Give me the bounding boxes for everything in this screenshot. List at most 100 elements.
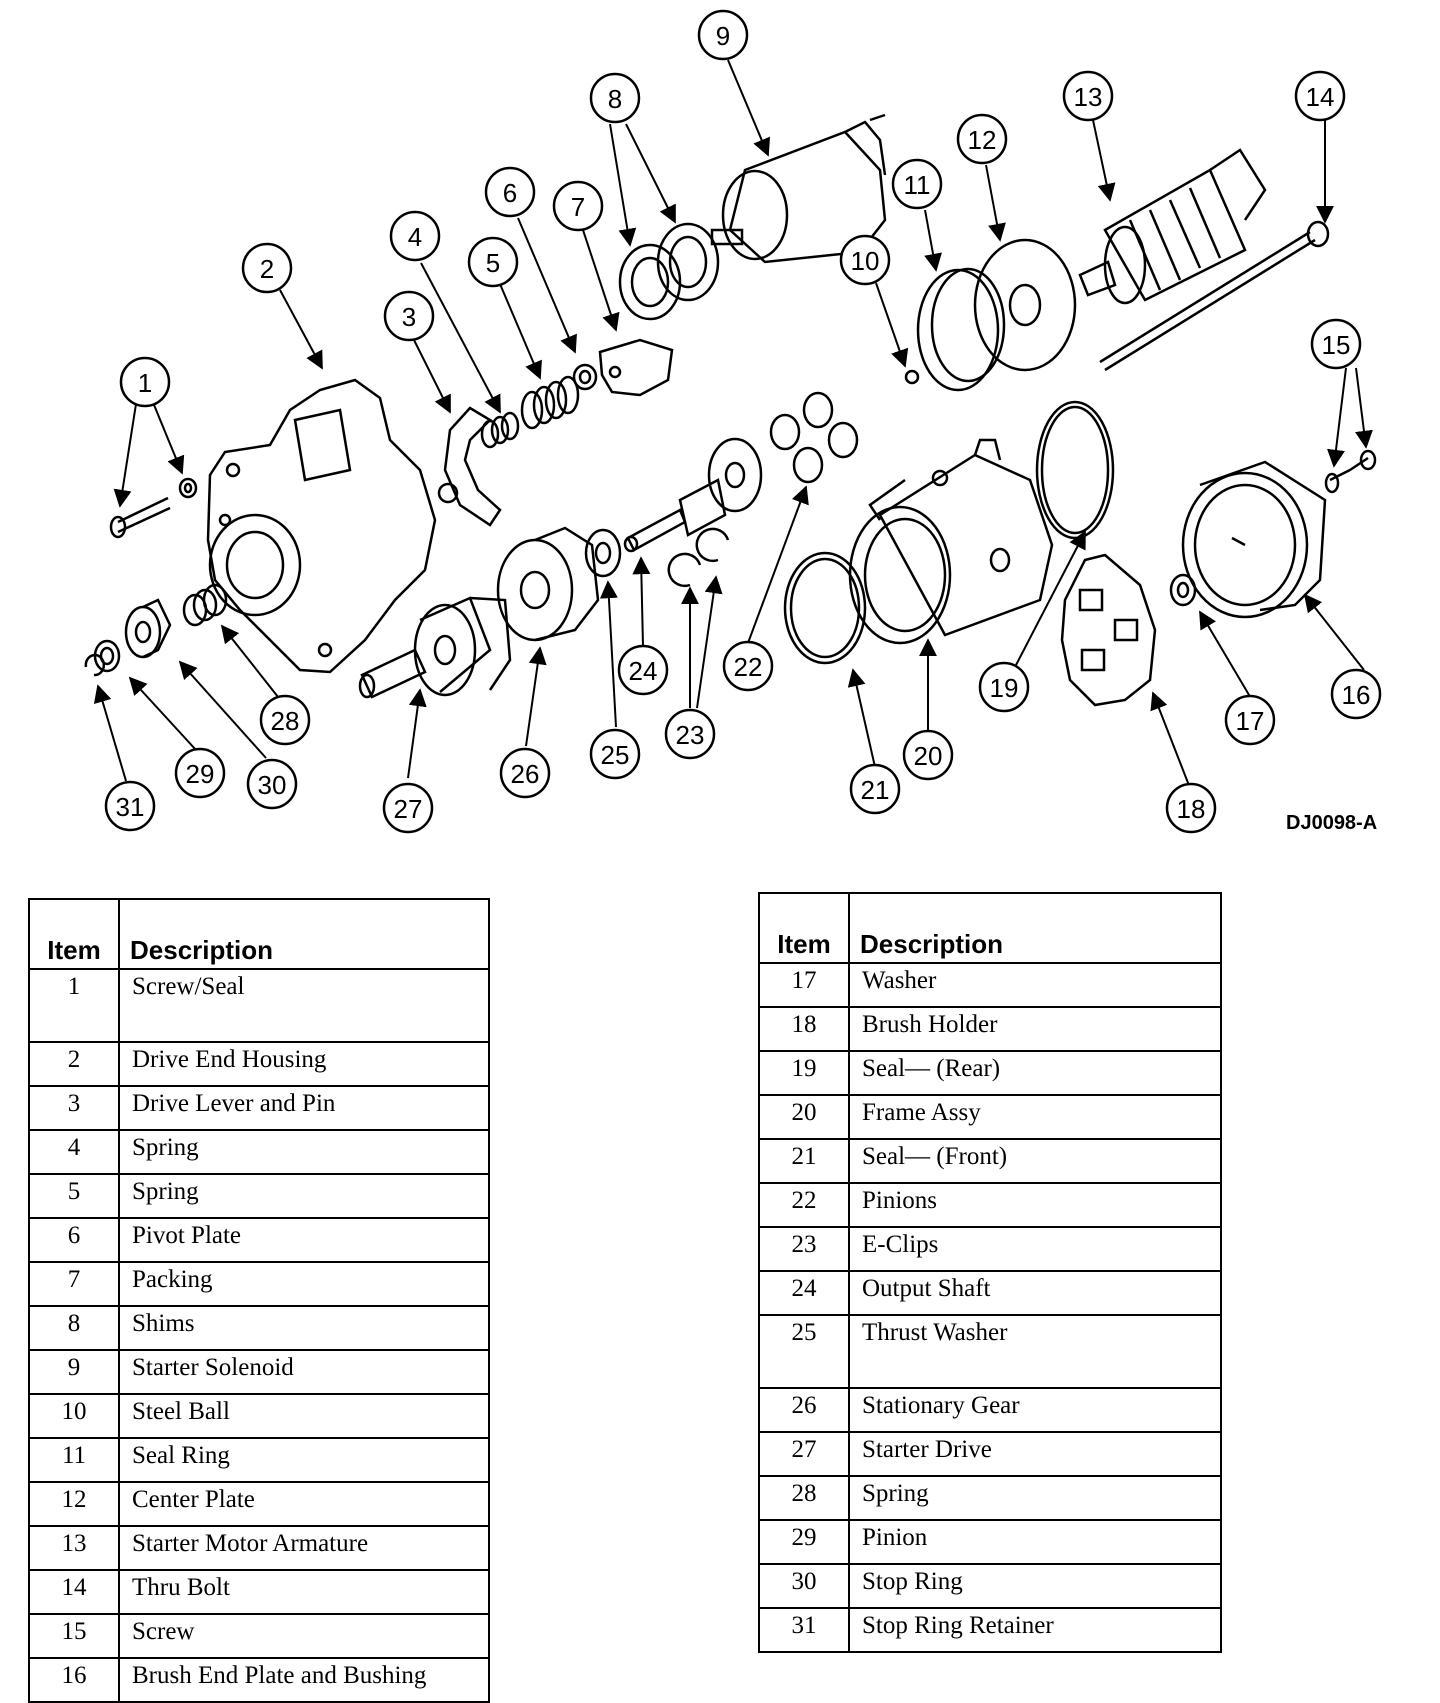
cell-description: Seal— (Front) <box>848 1138 1222 1184</box>
callout-21: 21 <box>849 763 901 815</box>
part-stationary-gear <box>496 526 600 642</box>
callout-circle <box>1310 318 1362 370</box>
callout-circle <box>697 9 749 61</box>
cell-item-number: 26 <box>758 1387 850 1433</box>
part-spring-5 <box>520 375 580 430</box>
cell-item-number: 14 <box>28 1569 120 1615</box>
callout-number: 10 <box>851 246 880 276</box>
cell-item-number: 29 <box>758 1519 850 1565</box>
cell-item-number: 5 <box>28 1173 120 1219</box>
callout-number: 19 <box>990 673 1019 703</box>
callout-circle <box>1062 70 1114 122</box>
callout-circle <box>383 290 435 342</box>
callout-1: 1 <box>119 356 171 408</box>
part-screws <box>1324 449 1377 494</box>
cell-description: Brush Holder <box>848 1006 1222 1052</box>
part-thrust-washer <box>584 528 622 578</box>
callout-number: 3 <box>402 302 416 332</box>
callout-circle <box>839 234 891 286</box>
cell-item-number: 24 <box>758 1270 850 1316</box>
cell-item-number: 21 <box>758 1138 850 1184</box>
cell-description: Thrust Washer <box>848 1314 1222 1389</box>
cell-description: Drive Lever and Pin <box>118 1085 490 1131</box>
callout-27: 27 <box>382 782 434 834</box>
part-packing <box>598 338 674 397</box>
cell-description: Starter Drive <box>848 1431 1222 1477</box>
callout-number: 16 <box>1342 680 1371 710</box>
callout-circle <box>382 782 434 834</box>
cell-description: Drive End Housing <box>118 1041 490 1087</box>
cell-description: Thru Bolt <box>118 1569 490 1615</box>
callout-14: 14 <box>1294 70 1346 122</box>
cell-description: Spring <box>118 1173 490 1219</box>
callout-number: 14 <box>1306 82 1335 112</box>
callout-18: 18 <box>1165 782 1217 834</box>
callout-circle <box>499 747 551 799</box>
callout-22: 22 <box>722 640 774 692</box>
part-output-shaft <box>623 437 763 553</box>
cell-description: Packing <box>118 1261 490 1307</box>
cell-description: Brush End Plate and Bushing <box>118 1657 490 1703</box>
callout-number: 27 <box>394 794 423 824</box>
cell-item-number: 23 <box>758 1226 850 1272</box>
cell-item-number: 27 <box>758 1431 850 1477</box>
part-starter-drive <box>358 596 512 699</box>
callout-number: 31 <box>116 792 145 822</box>
callout-number: 20 <box>914 741 943 771</box>
part-seal-ring <box>916 267 1006 392</box>
cell-item-number: 25 <box>758 1314 850 1389</box>
cell-description: Stop Ring <box>848 1563 1222 1609</box>
callout-circle <box>589 728 641 780</box>
callout-circle <box>104 780 156 832</box>
callout-number: 9 <box>716 21 730 51</box>
callout-circle <box>119 356 171 408</box>
cell-description: Screw/Seal <box>118 968 490 1043</box>
callout-number: 2 <box>260 254 274 284</box>
callout-number: 15 <box>1322 330 1351 360</box>
cell-item-number: 16 <box>28 1657 120 1703</box>
cell-item-number: 13 <box>28 1525 120 1571</box>
callout-number: 13 <box>1074 82 1103 112</box>
callout-circle <box>1165 782 1217 834</box>
cell-description: Shims <box>118 1305 490 1351</box>
callout-number: 25 <box>601 740 630 770</box>
callout-28: 28 <box>259 694 311 746</box>
callout-circle <box>552 180 604 232</box>
callout-circle <box>1224 694 1276 746</box>
callout-4: 4 <box>389 210 441 262</box>
callout-number: 22 <box>734 652 763 682</box>
cell-item-number: 4 <box>28 1129 120 1175</box>
cell-description: Stop Ring Retainer <box>848 1607 1222 1653</box>
callout-circle <box>241 242 293 294</box>
callout-circle <box>978 661 1030 713</box>
callout-circle <box>246 758 298 810</box>
cell-item-number: 12 <box>28 1481 120 1527</box>
callout-circle <box>1330 668 1382 720</box>
cell-description: E-Clips <box>848 1226 1222 1272</box>
cell-item-number: 20 <box>758 1094 850 1140</box>
callout-number: 17 <box>1236 706 1265 736</box>
callout-13: 13 <box>1062 70 1114 122</box>
cell-description: Starter Solenoid <box>118 1349 490 1395</box>
callout-11: 11 <box>891 158 943 210</box>
part-steel-ball <box>904 369 920 385</box>
callout-7: 7 <box>552 180 604 232</box>
